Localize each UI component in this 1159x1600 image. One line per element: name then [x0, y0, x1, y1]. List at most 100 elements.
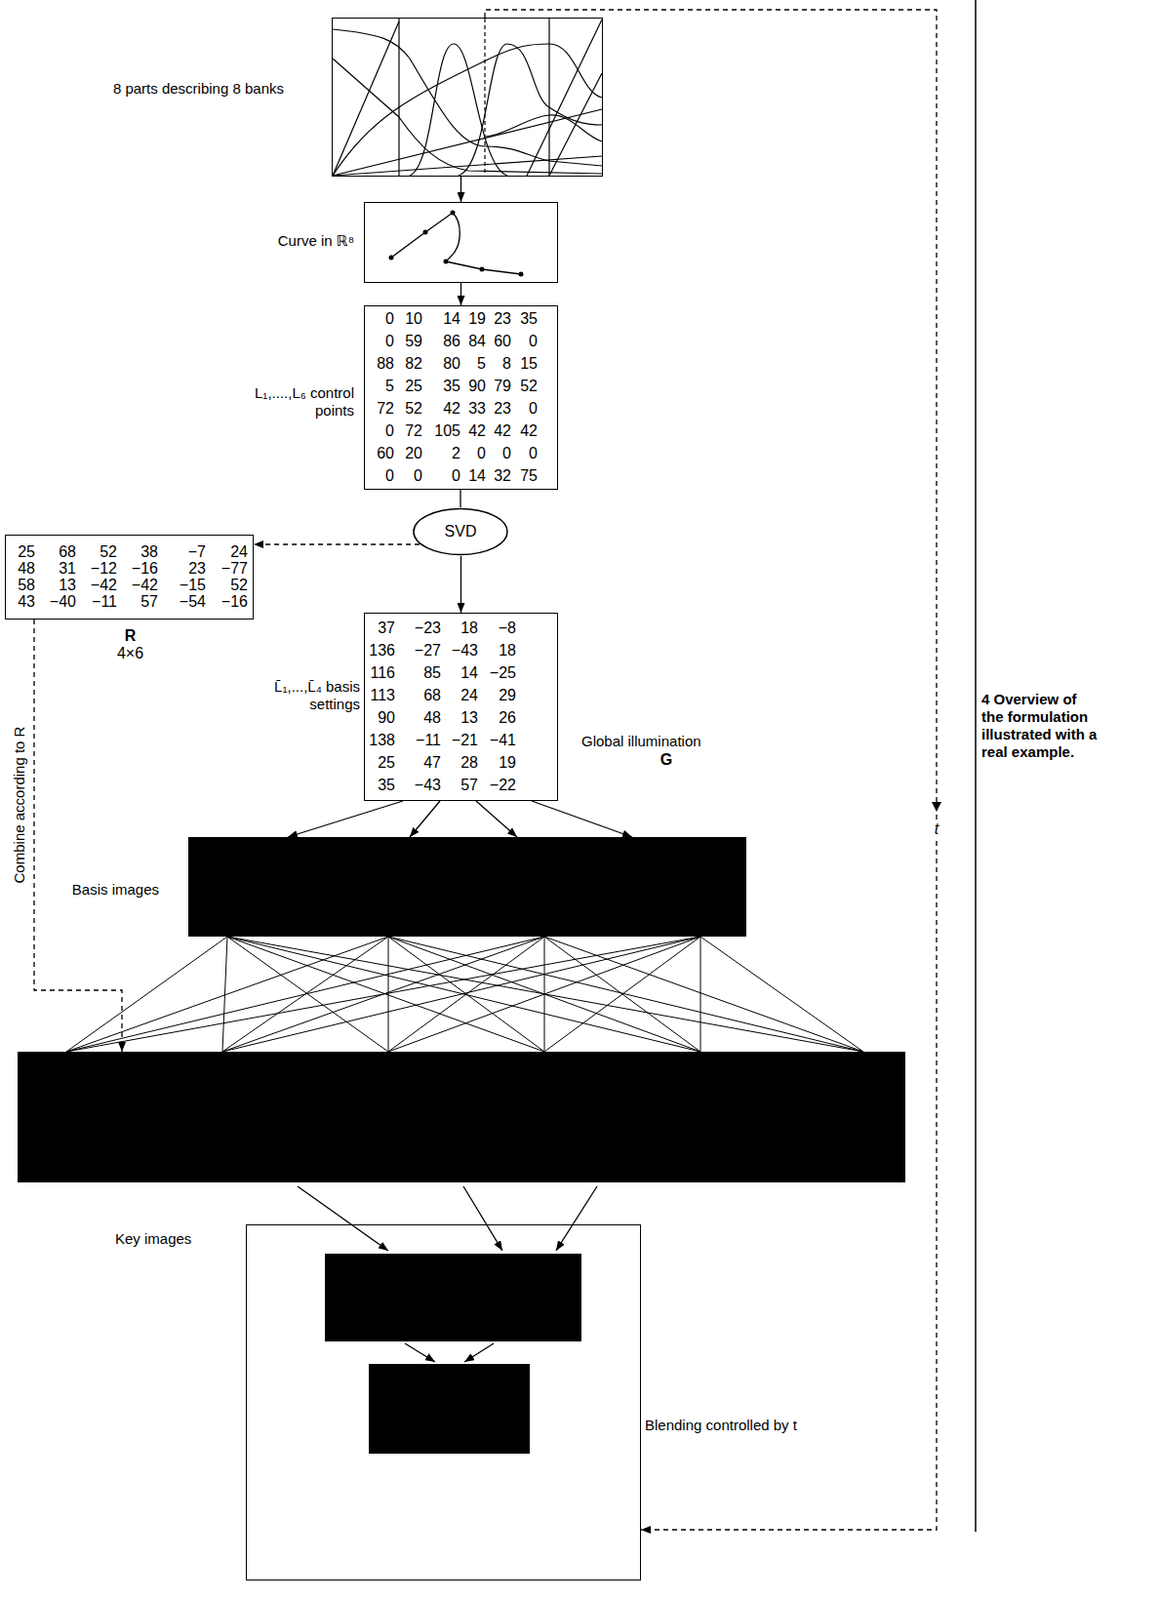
node-label: 8 parts describing 8 banks [113, 79, 284, 98]
matrix-cell: 42 [493, 419, 512, 442]
matrix-cell: 24 [230, 543, 248, 560]
connector [544, 936, 864, 1052]
control-point [479, 267, 485, 273]
matrix-cell: 35 [442, 374, 461, 398]
matrix-cell: 52 [230, 576, 248, 594]
node-label: Blending controlled by t [644, 1416, 798, 1435]
matrix-cell: 57 [140, 593, 159, 610]
matrix-cell: 19 [498, 751, 517, 774]
matrix-cell: 5 [477, 352, 486, 375]
result-image [368, 1363, 530, 1454]
svd-label: SVD [444, 521, 478, 541]
figure-panel: 8 parts describing 8 banks [331, 17, 603, 177]
matrix-label: R [124, 626, 137, 645]
matrix-cell: 25 [404, 374, 423, 398]
matrix-cell: 42 [468, 419, 486, 442]
matrix-cell: 136 [368, 639, 396, 662]
matrix-label: 4×6 [117, 643, 144, 663]
connector [388, 936, 701, 1052]
matrix-cell: 31 [58, 559, 77, 577]
connector [227, 936, 864, 1052]
bank-divider [398, 18, 400, 176]
matrix-cell: 57 [460, 773, 479, 797]
bank-divider [548, 18, 550, 176]
matrix-cell: −43 [414, 773, 441, 797]
matrix-box: L₁,....,L₆ control points010141923350598… [363, 305, 559, 490]
matrix-cell: 72 [376, 397, 395, 420]
connector [459, 489, 461, 508]
node-label: Curve in ℝ⁸ [278, 232, 355, 250]
matrix-cell: −42 [90, 576, 118, 594]
control-point [423, 230, 429, 236]
connector [409, 800, 440, 838]
matrix-cell: 42 [519, 419, 538, 442]
matrix-cell: 0 [413, 464, 423, 487]
matrix-cell: 80 [442, 352, 461, 375]
control-curve [389, 210, 524, 278]
matrix-cell: −25 [489, 661, 517, 684]
matrix-cell: −16 [221, 593, 248, 610]
bank-curves [332, 18, 602, 176]
matrix-cell: −11 [91, 593, 118, 610]
connector [388, 936, 701, 1052]
blend-images [297, 1186, 598, 1454]
bank-curve [485, 115, 602, 142]
matrix-cell: −54 [179, 593, 206, 610]
control-point [443, 259, 449, 265]
matrix-cell: 8 [502, 352, 512, 375]
matrix-cell: 0 [451, 464, 461, 487]
connector [66, 936, 545, 1052]
matrix-cell: −42 [131, 576, 159, 594]
matrix-cell: 85 [423, 661, 441, 684]
bank-curve [332, 29, 602, 166]
matrix-cell: 52 [99, 543, 118, 560]
connector [66, 936, 389, 1052]
matrix-cell: 13 [58, 576, 77, 594]
matrix-cell: 43 [17, 593, 36, 610]
node-label: Key images [115, 1230, 192, 1248]
connector [460, 282, 462, 306]
connector [484, 9, 937, 1530]
matrix-cell: −15 [179, 576, 206, 594]
connector [222, 936, 701, 1052]
matrix-cell: 60 [376, 441, 395, 465]
matrix-cell: 18 [460, 616, 479, 640]
matrix-cell: 20 [404, 441, 423, 465]
matrix-cell: −22 [489, 773, 517, 797]
arrow [464, 1343, 494, 1362]
control-point [450, 210, 456, 216]
matrix-cell: 72 [404, 419, 423, 442]
matrix-cell: 113 [369, 683, 396, 707]
matrix-cell: 14 [442, 307, 461, 330]
matrix-cell: 35 [519, 307, 538, 330]
matrix-cell: 28 [460, 751, 479, 774]
connector [66, 936, 701, 1052]
matrix-cell: 25 [17, 543, 36, 560]
edge-label: Combine according to R [10, 723, 29, 887]
matrix-cell: 5 [385, 374, 395, 398]
matrix-cell: 29 [498, 683, 517, 707]
connector [253, 543, 420, 545]
matrix-cell: 48 [17, 559, 36, 577]
matrix-cell: −41 [489, 728, 517, 752]
matrix-cell: 0 [385, 419, 395, 442]
matrix-cell: 52 [519, 374, 538, 398]
bank-curve [332, 21, 400, 176]
matrix-cell: 10 [404, 307, 423, 330]
matrix-cell: 24 [460, 683, 479, 707]
connector [700, 936, 702, 1052]
matrix-cell: −43 [451, 639, 479, 662]
node-label: L₁,....,L₆ control points [252, 384, 355, 420]
connector [700, 936, 864, 1052]
annotation: Global illumination [581, 732, 702, 751]
matrix-cell: 0 [502, 441, 512, 465]
matrix-cell: 0 [528, 397, 538, 420]
matrix-cell: 88 [376, 352, 395, 375]
image-strip: Basis images [188, 837, 747, 937]
matrix-cell: 60 [493, 329, 512, 353]
matrix-cell: 0 [528, 329, 538, 353]
matrix-cell: 138 [368, 728, 396, 752]
